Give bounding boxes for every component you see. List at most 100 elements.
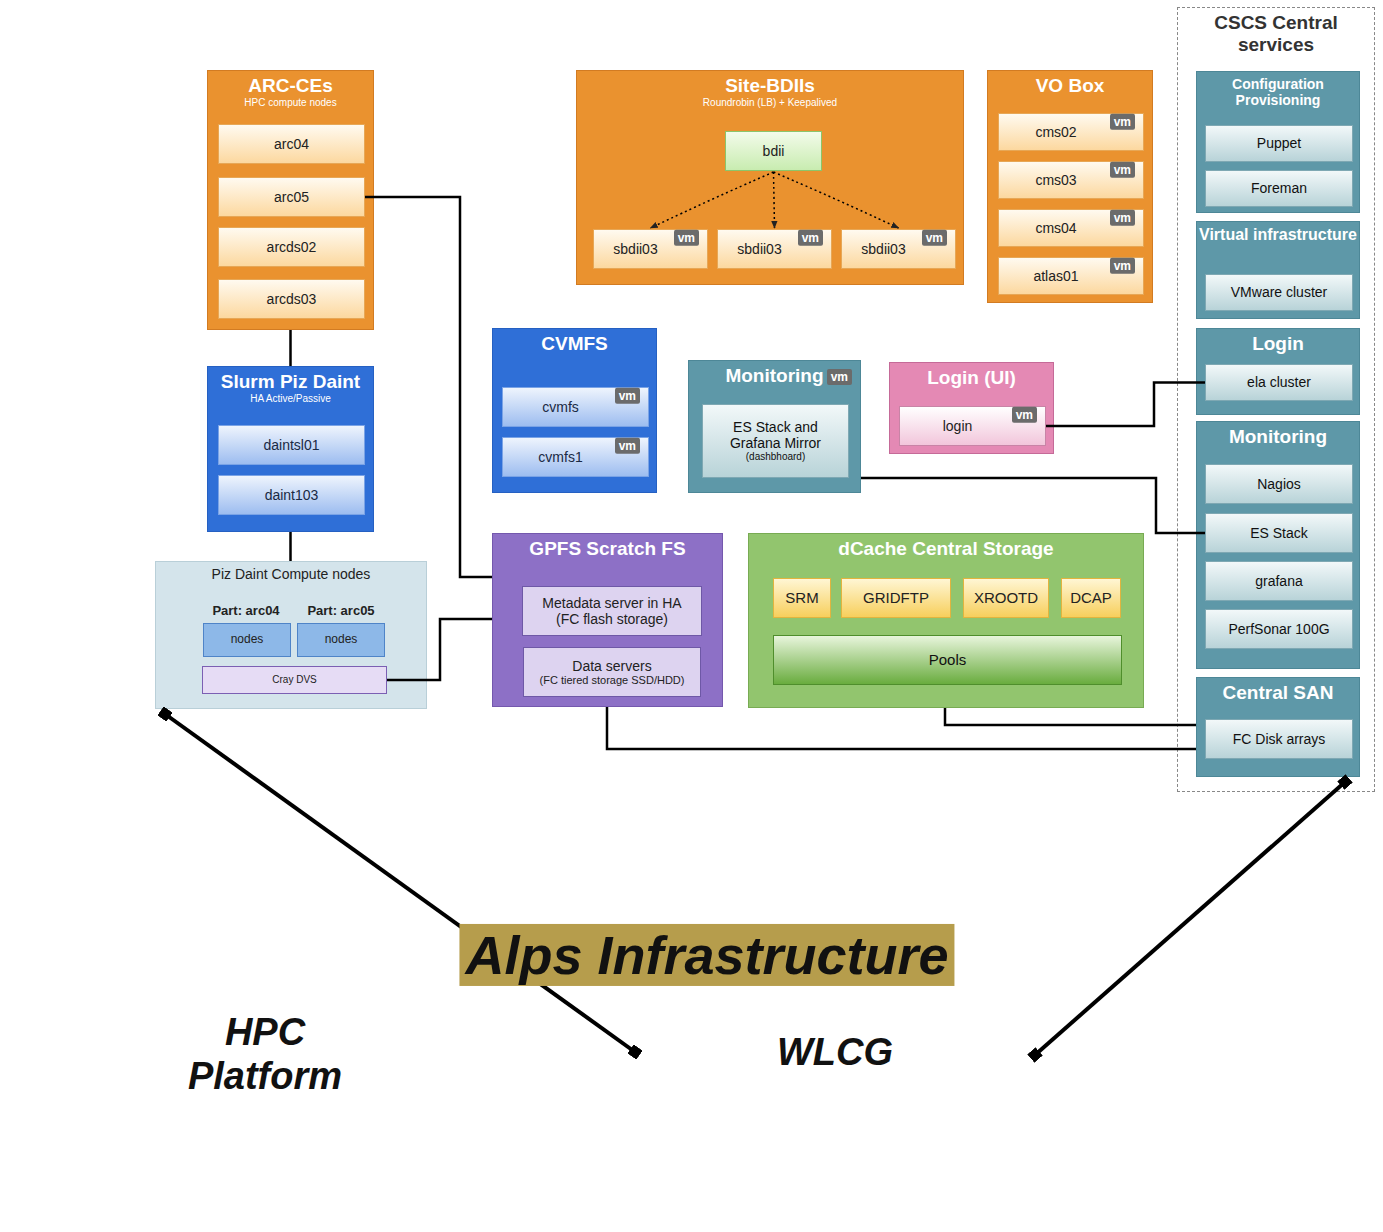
- connector-line: [365, 197, 492, 577]
- service-box: arc04: [218, 124, 365, 164]
- service-box: nodes: [297, 623, 385, 657]
- service-box: sbdii03 vm: [841, 229, 956, 269]
- box-label: XROOTD: [974, 589, 1038, 606]
- box-label: nodes: [231, 633, 264, 647]
- connector-line: [1046, 383, 1205, 427]
- box-label: arcds02: [267, 239, 317, 255]
- box-label: cms04: [1035, 220, 1076, 236]
- slab-face: [15, 1112, 425, 1172]
- group-title: dCache Central Storage: [749, 538, 1143, 560]
- group-title: Virtual infrastructure: [1197, 226, 1359, 244]
- service-box: VMware cluster: [1205, 274, 1353, 311]
- box-label: PerfSonar 100G: [1228, 621, 1329, 637]
- vm-badge: vm: [1110, 210, 1135, 226]
- box-label: daint103: [265, 487, 319, 503]
- service-box: sbdii03 vm: [593, 229, 708, 269]
- box-label: sbdii03: [737, 241, 781, 257]
- group-box: loginvmLogin (UI): [889, 362, 1054, 454]
- service-box: daintsl01: [218, 425, 365, 465]
- slab-face: [570, 1112, 980, 1172]
- box-label: sbdii03: [861, 241, 905, 257]
- service-box: cms04 vm: [998, 209, 1144, 247]
- service-box: GRIDFTP: [841, 578, 951, 618]
- box-label: Cray DVS: [272, 674, 316, 686]
- box-label: VMware cluster: [1231, 284, 1327, 300]
- box-label: cvmfs: [542, 399, 579, 415]
- service-box: XROOTD: [963, 578, 1049, 618]
- box-label: cms03: [1035, 172, 1076, 188]
- service-box: FC Disk arrays: [1205, 719, 1353, 759]
- box-label: bdii: [763, 143, 785, 159]
- service-box: ela cluster: [1205, 364, 1353, 401]
- slab-face: [15, 993, 545, 1112]
- group-box: NagiosES StackgrafanaPerfSonar 100GMonit…: [1196, 421, 1360, 669]
- group-box: PuppetForemanConfiguration ProvisioningV…: [1177, 7, 1375, 792]
- group-title: ARC-CEs: [208, 75, 373, 97]
- box-label: ES Stack: [1250, 525, 1308, 541]
- box-label: DCAP: [1070, 589, 1112, 606]
- slab-face: [980, 993, 1100, 1172]
- group-box: cms02vmcms03vmcms04vmatlas01vmVO Box: [987, 70, 1153, 303]
- service-box: daint103: [218, 475, 365, 515]
- vm-badge: vm: [922, 230, 947, 246]
- slab-face: [15, 843, 1315, 1180]
- platform-title: HPC Platform: [150, 1011, 380, 1098]
- service-box: bdii: [725, 131, 822, 171]
- vm-badge: vm: [674, 230, 699, 246]
- vm-badge: vm: [615, 438, 640, 454]
- box-label: Nagios: [1257, 476, 1301, 492]
- platform-title: Alps Infrastructure: [459, 924, 954, 986]
- group-title: CSCS Central services: [1178, 12, 1374, 56]
- group-box: VMware cluster Virtual infrastructure: [1196, 221, 1360, 319]
- service-box: ES Stack: [1205, 513, 1353, 553]
- service-box: cms03vm: [998, 161, 1144, 199]
- service-box: Cray DVS: [202, 666, 387, 694]
- vm-badge: vm: [827, 369, 852, 385]
- service-box: arc05: [218, 177, 365, 217]
- group-box: nodes nodesCray DVS Piz Daint Compute node…: [155, 561, 427, 709]
- service-box: Foreman: [1205, 170, 1353, 207]
- slab-shape: [0, 830, 1383, 1232]
- service-box: grafana: [1205, 561, 1353, 601]
- box-label: Pools: [929, 651, 967, 668]
- dotted-arrow: [774, 172, 775, 228]
- service-box: sbdii03vm: [717, 229, 832, 269]
- group-title: GPFS Scratch FS: [493, 538, 722, 560]
- group-title: Login: [1197, 333, 1359, 355]
- box-label: Metadata server in HA (FC flash storage): [530, 595, 695, 627]
- slab-face: [980, 843, 1315, 1232]
- connector-line: [165, 714, 635, 1052]
- service-box: arcds03: [218, 279, 365, 319]
- box-label: sbdii03: [613, 241, 657, 257]
- service-box: SRM: [773, 578, 831, 618]
- vm-badge: vm: [1110, 258, 1135, 274]
- service-box: Data servers(FC tiered storage SSD/HDD): [523, 647, 701, 697]
- group-subtitle: Part: arc04: [212, 604, 279, 619]
- group-title: Site-BDIIs: [577, 75, 963, 97]
- box-label: nodes: [325, 633, 358, 647]
- slab-face: [425, 993, 545, 1172]
- connector-line: [289, 532, 292, 561]
- box-label: daintsl01: [263, 437, 319, 453]
- service-box: DCAP: [1061, 578, 1121, 618]
- slab-face: [15, 1180, 980, 1232]
- box-label: ela cluster: [1247, 374, 1311, 390]
- group-title: Piz Daint Compute nodes: [156, 566, 426, 582]
- box-label: SRM: [785, 589, 818, 606]
- platform-slab: WLCG: [568, 990, 1102, 1175]
- vm-badge: vm: [615, 388, 640, 404]
- connector-line: [861, 478, 1205, 533]
- service-box: ES Stack and Grafana Mirror(dashbhoard): [702, 404, 849, 478]
- group-box: arc04arc05arcds02arcds03ARC-CEsHPC compu…: [207, 70, 374, 330]
- box-label: ES Stack and Grafana Mirror: [716, 419, 836, 451]
- service-box: Nagios: [1205, 464, 1353, 504]
- group-title: Login (UI): [890, 367, 1053, 389]
- group-title: Slurm Piz Daint: [208, 371, 373, 393]
- connector-line: [607, 707, 1196, 749]
- slab-shape: [568, 990, 1102, 1175]
- box-label: (dashbhoard): [746, 451, 805, 463]
- group-box: Metadata server in HA (FC flash storage)…: [492, 533, 723, 707]
- box-label: Foreman: [1251, 180, 1307, 196]
- group-subtitle: HA Active/Passive: [208, 393, 373, 405]
- box-label: FC Disk arrays: [1233, 731, 1326, 747]
